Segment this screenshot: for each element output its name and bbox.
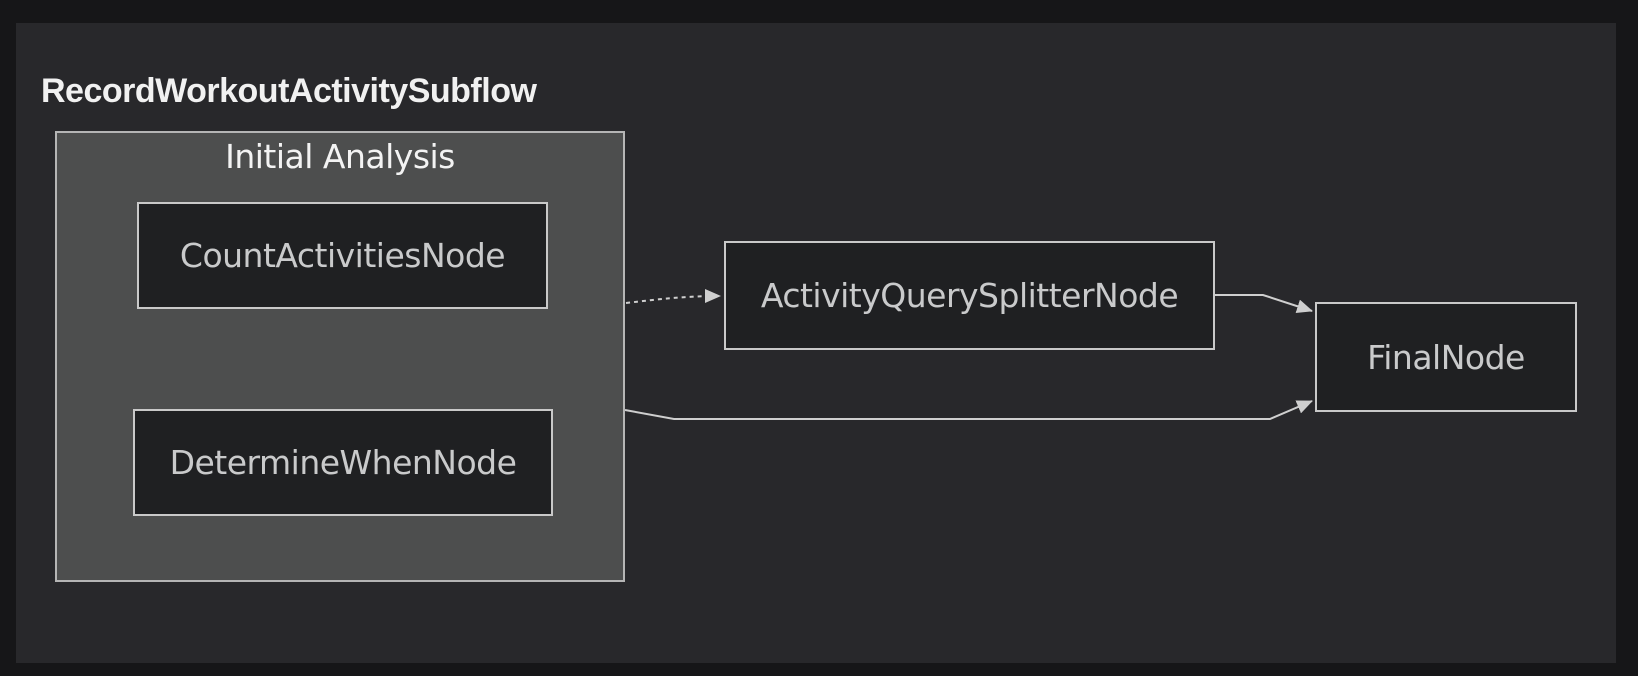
node-count-activities: CountActivitiesNode — [137, 202, 548, 309]
node-activity-query-splitter-label: ActivityQuerySplitterNode — [760, 276, 1179, 315]
node-determine-when: DetermineWhenNode — [133, 409, 553, 516]
node-final: FinalNode — [1315, 302, 1577, 412]
cluster-label: Initial Analysis — [225, 137, 455, 176]
node-activity-query-splitter: ActivityQuerySplitterNode — [724, 241, 1215, 350]
edge-cluster-to-final — [624, 400, 1313, 420]
edge-splitter-to-final — [1215, 294, 1313, 313]
diagram-title: RecordWorkoutActivitySubflow — [41, 72, 537, 110]
edge-cluster-to-splitter-dashed — [625, 289, 721, 304]
cluster-initial-analysis: Initial Analysis CountActivitiesNode Det… — [55, 131, 625, 582]
node-determine-when-label: DetermineWhenNode — [169, 443, 517, 482]
diagram-panel: RecordWorkoutActivitySubflow Initial Ana… — [16, 23, 1616, 663]
node-final-label: FinalNode — [1367, 337, 1525, 377]
node-count-activities-label: CountActivitiesNode — [179, 236, 506, 275]
